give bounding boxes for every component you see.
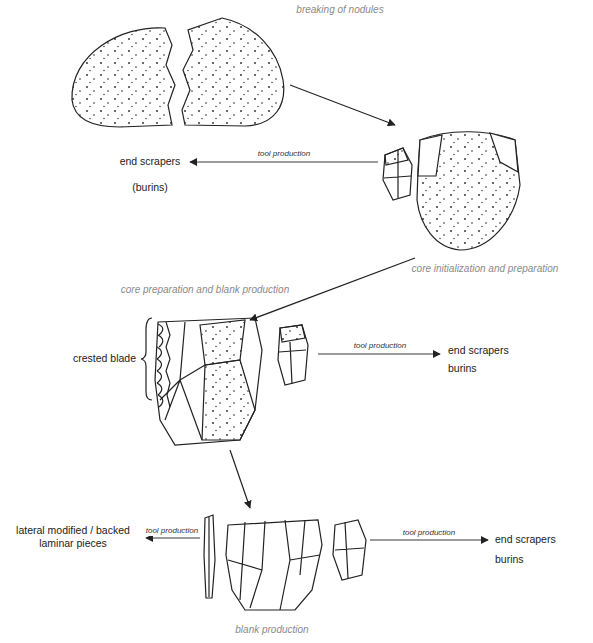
nodule-half bbox=[72, 28, 175, 127]
tool-arrow bbox=[146, 538, 200, 539]
tool-name: end scrapers bbox=[446, 344, 511, 357]
tool-arrow bbox=[146, 162, 488, 540]
blank-core bbox=[204, 515, 366, 610]
sequence-arrow bbox=[290, 85, 395, 125]
core-body bbox=[417, 132, 520, 250]
tool-arrow bbox=[370, 540, 488, 541]
flake-scar bbox=[490, 133, 518, 172]
tool-name: (burins) bbox=[130, 181, 170, 194]
flake-ridge bbox=[384, 150, 411, 198]
nodule-halves bbox=[72, 18, 284, 127]
blade-core bbox=[141, 318, 308, 445]
stage-title: blank production bbox=[233, 624, 310, 637]
core-flake bbox=[383, 148, 412, 200]
cortex-patch bbox=[385, 148, 408, 165]
facet-line bbox=[160, 322, 205, 440]
initialized-core bbox=[383, 132, 520, 250]
cortex-patch bbox=[202, 360, 255, 440]
tool-name: burins bbox=[493, 553, 526, 566]
part-name: crested blade bbox=[71, 352, 138, 365]
nodule-half bbox=[182, 18, 284, 126]
flake-ridge bbox=[279, 342, 306, 384]
sequence-arrow bbox=[230, 85, 415, 508]
core-flake bbox=[278, 325, 308, 385]
arrow-label: tool production bbox=[401, 528, 457, 538]
tool-name: end scrapers bbox=[493, 533, 558, 546]
cortex-patch bbox=[280, 325, 305, 342]
tool-arrow bbox=[318, 354, 440, 355]
crest-ridge bbox=[166, 322, 170, 407]
arrow-label: tool production bbox=[144, 526, 200, 536]
tool-arrow bbox=[190, 162, 378, 163]
tool-name: end scrapers bbox=[118, 155, 183, 168]
flake-ridge bbox=[335, 522, 364, 578]
flake-scar bbox=[418, 135, 442, 176]
facet-line bbox=[228, 520, 320, 610]
arrow-label: tool production bbox=[352, 341, 408, 351]
stage-title: core initialization and preparation bbox=[410, 263, 561, 276]
tool-name: burins bbox=[446, 362, 479, 375]
stage-title: breaking of nodules bbox=[294, 4, 385, 17]
stage-title: core preparation and blank production bbox=[119, 284, 291, 297]
sequence-arrow bbox=[230, 450, 250, 508]
arrow-label: tool production bbox=[256, 149, 312, 159]
core-body bbox=[155, 318, 262, 445]
crest-scallop bbox=[157, 324, 163, 407]
cortex-patch bbox=[200, 320, 245, 365]
tool-name: lateral modified / backed laminar pieces bbox=[2, 524, 144, 550]
blade-blank bbox=[204, 515, 215, 598]
core-flake bbox=[333, 520, 366, 580]
crest-bracket bbox=[141, 318, 152, 400]
core-body bbox=[226, 520, 322, 610]
blade-ridge bbox=[208, 517, 209, 597]
